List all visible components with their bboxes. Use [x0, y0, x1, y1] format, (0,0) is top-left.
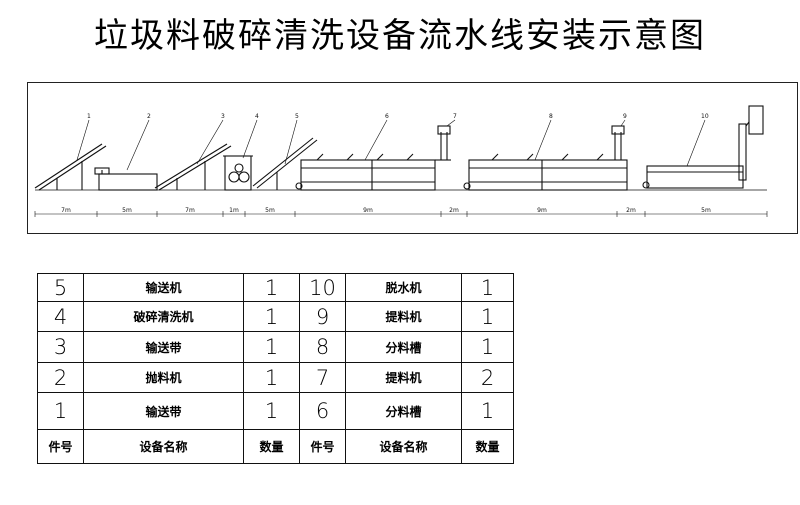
- equipment-name: 分料槽: [345, 392, 462, 430]
- callout-4: 4: [255, 113, 259, 120]
- part-number: 1: [37, 392, 84, 430]
- callout-9: 9: [623, 113, 627, 120]
- table-row: 4 破碎清洗机 1 9 提料机 1: [37, 301, 514, 332]
- equipment-name: 提料机: [345, 301, 462, 332]
- part-number: 10: [299, 273, 346, 302]
- dimension-label: 2m: [626, 207, 636, 214]
- callout-1: 1: [87, 113, 91, 120]
- equipment-name: 输送带: [83, 331, 244, 363]
- callout-2: 2: [147, 113, 151, 120]
- paddle-machine-2: [94, 167, 158, 191]
- part-number: 8: [299, 331, 346, 363]
- table-row: 5 输送机 1 10 脱水机 1: [37, 273, 514, 302]
- equipment-name: 抛料机: [83, 362, 244, 393]
- equipment-name: 分料槽: [345, 331, 462, 363]
- header-equipment-name: 设备名称: [83, 429, 244, 464]
- part-number: 9: [299, 301, 346, 332]
- page-title: 垃圾料破碎清洗设备流水线安装示意图: [94, 16, 706, 56]
- dimension-label: 1m: [229, 207, 239, 214]
- table-header-row: 件号 设备名称 数量 件号 设备名称 数量: [37, 429, 514, 464]
- callout-3: 3: [221, 113, 225, 120]
- equipment-name: 脱水机: [345, 273, 462, 302]
- table-row: 1 输送带 1 6 分料槽 1: [37, 392, 514, 430]
- part-number: 6: [299, 392, 346, 430]
- dimension-label: 7m: [185, 207, 195, 214]
- callout-7: 7: [453, 113, 457, 120]
- quantity: 1: [461, 273, 514, 302]
- part-number: 4: [37, 301, 84, 332]
- quantity: 1: [243, 362, 300, 393]
- quantity: 1: [461, 392, 514, 430]
- callout-8: 8: [549, 113, 553, 120]
- separation-tank-6: [295, 153, 436, 191]
- lifter-7: [435, 125, 451, 161]
- part-number: 7: [299, 362, 346, 393]
- dimension-label: 5m: [122, 207, 132, 214]
- part-number: 2: [37, 362, 84, 393]
- part-number: 3: [37, 331, 84, 363]
- header-equipment-name: 设备名称: [345, 429, 462, 464]
- dimension-label: 2m: [449, 207, 459, 214]
- separation-tank-8: [463, 153, 628, 191]
- lifter-9: [611, 125, 625, 160]
- quantity: 1: [461, 331, 514, 363]
- diagram-frame: [27, 82, 798, 234]
- conveyor-5: [252, 137, 318, 190]
- callout-6: 6: [385, 113, 389, 120]
- part-number: 5: [37, 273, 84, 302]
- header-part-number: 件号: [299, 429, 346, 464]
- equipment-name: 提料机: [345, 362, 462, 393]
- quantity: 1: [243, 392, 300, 430]
- production-line-diagram: 1 2 3 4 5 6 7 8 9 10 7m 5m 7m 1m 5m 9m 2…: [34, 105, 768, 217]
- dimension-label: 9m: [363, 207, 373, 214]
- quantity: 2: [461, 362, 514, 393]
- equipment-name: 输送带: [83, 392, 244, 430]
- dimension-label: 5m: [265, 207, 275, 214]
- dimension-label: 5m: [701, 207, 711, 214]
- dewatering-machine-10: [642, 105, 764, 189]
- crusher-washer-4: [223, 155, 253, 191]
- conveyor-belt-3: [154, 143, 232, 191]
- table-row: 2 抛料机 1 7 提料机 2: [37, 362, 514, 393]
- dimension-label: 9m: [537, 207, 547, 214]
- dimension-label: 7m: [61, 207, 71, 214]
- quantity: 1: [461, 301, 514, 332]
- quantity: 1: [243, 273, 300, 302]
- header-part-number: 件号: [37, 429, 84, 464]
- callout-5: 5: [295, 113, 299, 120]
- conveyor-belt-1: [34, 143, 107, 191]
- quantity: 1: [243, 301, 300, 332]
- header-quantity: 数量: [461, 429, 514, 464]
- equipment-name: 输送机: [83, 273, 244, 302]
- header-quantity: 数量: [243, 429, 300, 464]
- callout-10: 10: [701, 113, 709, 120]
- equipment-name: 破碎清洗机: [83, 301, 244, 332]
- table-row: 3 输送带 1 8 分料槽 1: [37, 331, 514, 363]
- quantity: 1: [243, 331, 300, 363]
- parts-table: 5 输送机 1 10 脱水机 1 4 破碎清洗机 1 9 提料机 1 3 输送带…: [37, 273, 514, 464]
